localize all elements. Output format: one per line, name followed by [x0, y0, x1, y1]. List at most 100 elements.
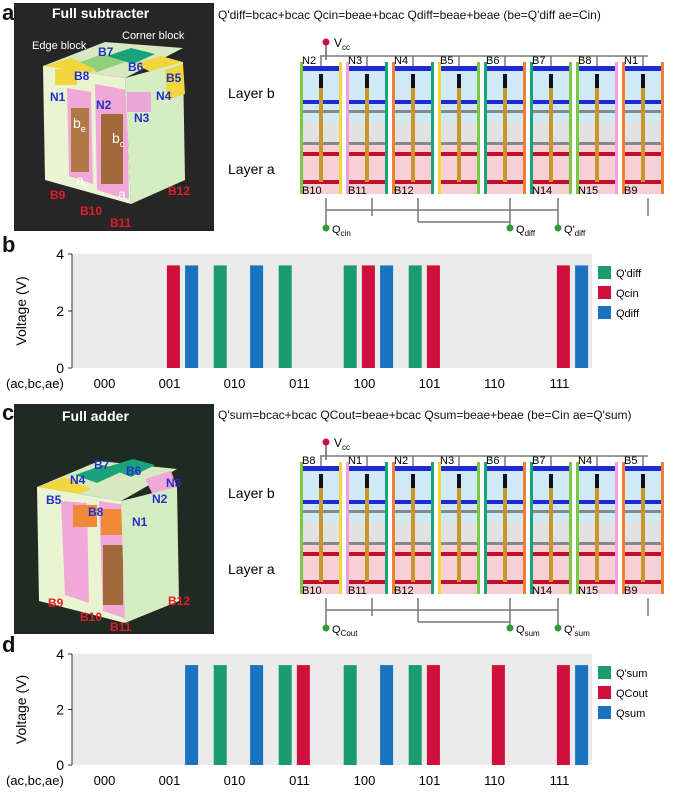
x-tick-label: 101 [419, 773, 441, 788]
top-block-label: B7 [532, 455, 545, 467]
black-segment [411, 74, 415, 88]
pulse-bar [575, 665, 589, 765]
y-tick-label: 0 [56, 757, 64, 773]
output-terminal [554, 224, 562, 232]
x-tick-label: 000 [94, 773, 116, 788]
legend-swatch [598, 286, 611, 299]
vcc-label: Vcc [334, 36, 350, 52]
bottom-block-label: N14 [532, 185, 552, 197]
pulse-bar [250, 665, 264, 765]
top-block-label: N2 [302, 55, 316, 67]
layer-a-label: Layer a [228, 561, 275, 577]
x-tick-label: 100 [354, 376, 376, 391]
legend-label: QCout [616, 688, 648, 700]
pulse-bar [426, 665, 440, 765]
adder-label-b8: B8 [88, 505, 104, 519]
top-block-label: N1 [348, 455, 362, 467]
vcc-terminal [322, 38, 330, 46]
black-segment [503, 474, 507, 488]
top-block-label: N3 [348, 55, 362, 67]
output-terminal [322, 624, 330, 632]
block-edge [385, 62, 388, 194]
block-edge [385, 462, 388, 594]
legend-label: Qdiff [616, 308, 640, 320]
blue-electrode [392, 466, 434, 471]
block-edge [484, 462, 487, 594]
gold-pillar [365, 474, 369, 582]
output-label: QCout [332, 624, 358, 638]
cube-label-n4: N4 [156, 89, 172, 103]
pulse-bar [408, 665, 422, 765]
adder-label-n1: N1 [132, 515, 148, 529]
adder-label-n4: N4 [70, 473, 86, 487]
adder-label-b10: B10 [80, 610, 103, 624]
legend-label: Q'sum [616, 668, 647, 680]
block-edge [346, 462, 349, 594]
legend-swatch [598, 666, 611, 679]
pulse-bar [491, 665, 505, 765]
photo-title-adder: Full adder [62, 408, 129, 424]
block-edge [300, 62, 303, 194]
bottom-block-label: N15 [578, 585, 598, 597]
legend-swatch [598, 686, 611, 699]
plot-area [72, 254, 592, 368]
blue-electrode [576, 466, 618, 471]
blue-electrode [346, 466, 388, 471]
cube-label-be: be [73, 115, 86, 134]
bottom-block-label: B10 [302, 185, 322, 197]
pulse-bar [278, 665, 292, 765]
output-terminal [506, 224, 514, 232]
top-block-label: B5 [440, 55, 453, 67]
adder-label-b7: B7 [94, 458, 110, 472]
photo-title-subtracter: Full subtracter [52, 5, 150, 21]
block-edge [615, 462, 618, 594]
top-block-label: N1 [624, 55, 638, 67]
black-segment [595, 74, 599, 88]
blue-electrode [530, 466, 572, 471]
layer-b-label: Layer b [228, 485, 275, 501]
gold-pillar [457, 474, 461, 582]
pulse-bar [426, 265, 440, 368]
x-tick-label: 111 [550, 376, 570, 391]
vcc-label: Vcc [334, 436, 350, 452]
pulse-bar [250, 265, 264, 368]
gold-pillar [549, 474, 553, 582]
block-edge [615, 62, 618, 194]
y-tick-label: 0 [56, 360, 64, 376]
gold-pillar [595, 74, 599, 182]
block-edge [523, 62, 526, 194]
panel-letter-d: d [2, 632, 16, 657]
panel-letter-a: a [2, 0, 15, 25]
x-tick-label: 101 [419, 376, 441, 391]
block-edge [569, 462, 572, 594]
y-tick-label: 4 [56, 246, 64, 262]
block-edge [431, 462, 434, 594]
block-edge [438, 462, 441, 594]
blue-electrode [300, 466, 342, 471]
gold-pillar [641, 474, 645, 582]
black-segment [319, 474, 323, 488]
adder-label-n2: N2 [152, 492, 168, 506]
cube-label-n2: N2 [96, 98, 112, 112]
x-axis-title: (ac,bc,ae) [6, 773, 64, 788]
cube-illustration [15, 4, 213, 230]
top-block-label: N3 [440, 455, 454, 467]
adder-label-n3: N3 [166, 476, 182, 490]
output-terminal [322, 224, 330, 232]
layer-b-label: Layer b [228, 85, 275, 101]
cube-label-b12: B12 [168, 184, 191, 198]
blue-electrode [438, 466, 480, 471]
pulse-bar [185, 265, 199, 368]
block-edge [530, 462, 533, 594]
block-edge [431, 62, 434, 194]
legend-swatch [598, 266, 611, 279]
block-edge [661, 462, 664, 594]
blue-electrode [484, 66, 526, 71]
panel-letter-c: c [2, 400, 15, 425]
cube-label-bc: bc [112, 130, 125, 149]
block-edge [622, 462, 625, 594]
black-segment [457, 74, 461, 88]
x-tick-label: 010 [224, 376, 246, 391]
